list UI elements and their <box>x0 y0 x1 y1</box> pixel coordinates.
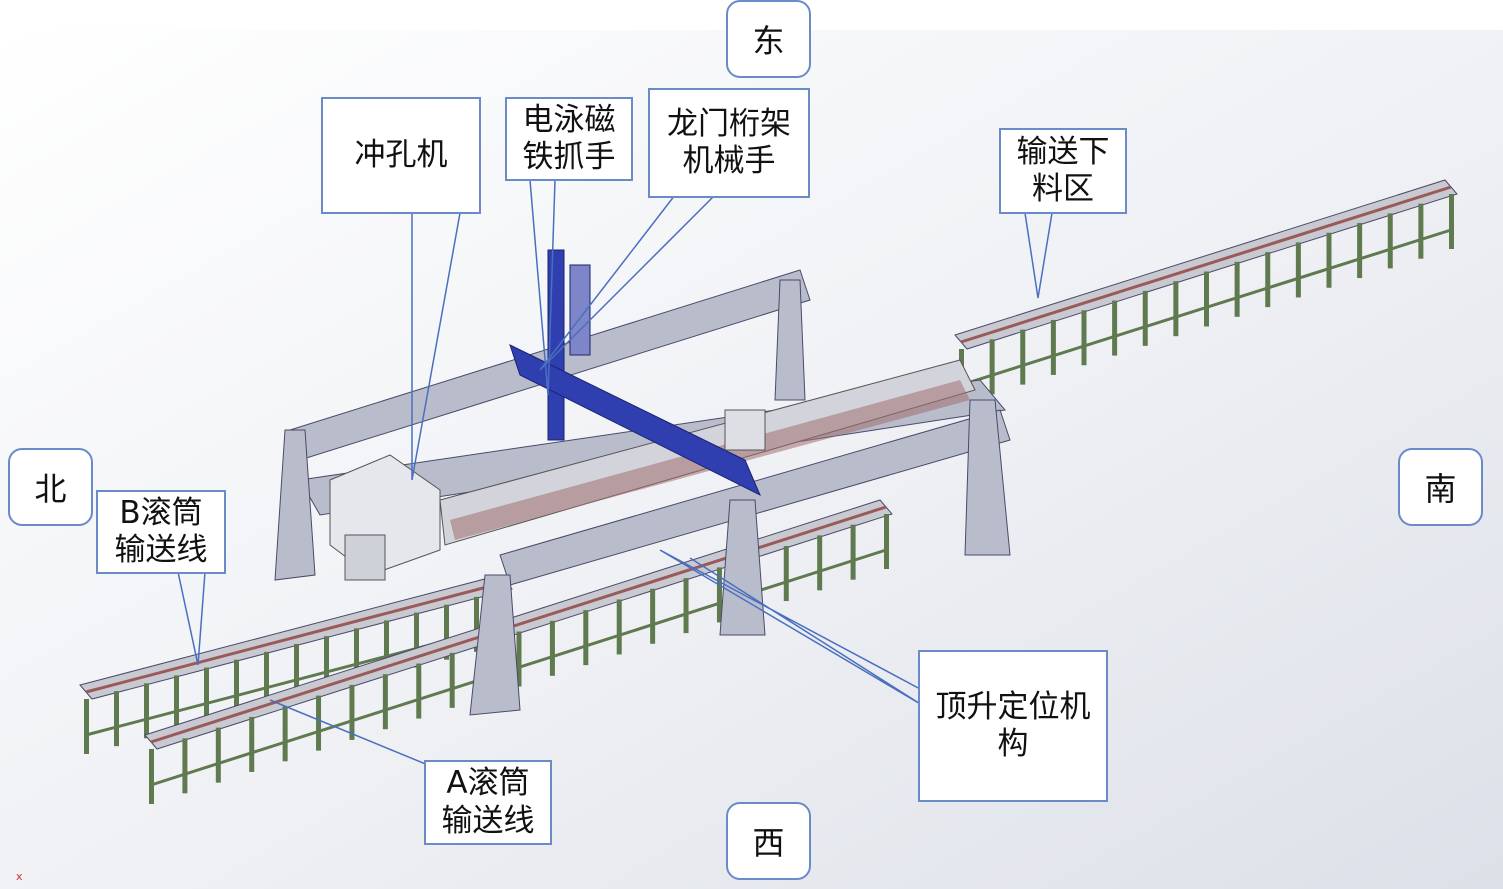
punch-machine-body <box>329 454 441 581</box>
compass-south: 南 <box>1398 448 1483 526</box>
lifting-positioning-mechanism-label: 顶升定位机 构 <box>918 650 1108 802</box>
compass-north: 北 <box>8 448 93 526</box>
punch-machine-label: 冲孔机 <box>321 97 481 214</box>
gantry-manipulator-label: 龙门桁架 机械手 <box>648 88 810 198</box>
corner-mark: x <box>16 870 23 883</box>
a-roller-conveyor-graphic <box>144 499 893 804</box>
b-roller-conveyor-label: B滚筒 输送线 <box>96 490 226 574</box>
b-roller-conveyor-graphic <box>79 574 513 754</box>
roller-conveyor-lines <box>79 179 1458 804</box>
compass-west: 西 <box>726 802 811 880</box>
gantry-manipulator-arm <box>509 249 766 497</box>
magnet-gripper-label: 电泳磁 铁抓手 <box>505 97 633 181</box>
output-conveyor-graphic <box>954 179 1458 404</box>
callout-leader-lines <box>177 179 1053 773</box>
compass-east: 东 <box>726 0 811 78</box>
output-unloading-area-label: 输送下 料区 <box>999 128 1127 214</box>
a-roller-conveyor-label: A滚筒 输送线 <box>424 760 552 845</box>
